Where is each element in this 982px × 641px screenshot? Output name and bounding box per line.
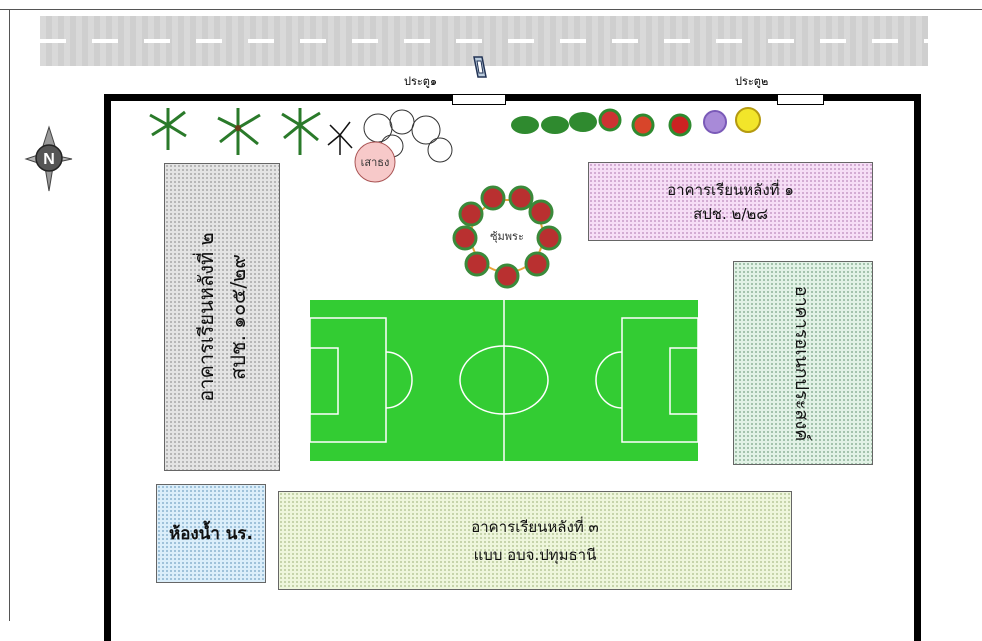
gate2 xyxy=(777,94,824,105)
building-3[interactable]: อาคารเรียนหลังที่ ๓ แบบ อบจ.ปทุมธานี xyxy=(278,491,792,590)
building-3-name: อาคารเรียนหลังที่ ๓ xyxy=(471,517,599,536)
building-2[interactable]: อาคารเรียนหลังที่ ๒ สปช. ๑๐๕/๒๙ xyxy=(164,163,280,471)
flower-icon xyxy=(631,113,655,137)
multipurpose-building[interactable]: อาคารอเนกประสงค์ xyxy=(733,261,873,465)
road-sign-icon xyxy=(473,56,487,78)
compass-icon: N xyxy=(24,125,73,192)
flower-icon xyxy=(598,108,622,132)
buddha-shrine: ซุ้มพระ xyxy=(452,185,562,289)
compass-letter: N xyxy=(43,151,55,168)
road xyxy=(40,16,928,66)
multipurpose-label: อาคารอเนกประสงค์ xyxy=(791,285,813,441)
trees-row: เสาธง xyxy=(149,108,453,183)
flower-icon xyxy=(703,110,727,134)
toilet-label: ห้องน้ำ นร. xyxy=(168,524,253,544)
football-field[interactable] xyxy=(310,300,698,461)
palm-tree-icon xyxy=(217,108,261,155)
building-3-code: แบบ อบจ.ปทุมธานี xyxy=(473,545,597,564)
frame-top-border xyxy=(0,9,982,10)
student-toilet[interactable]: ห้องน้ำ นร. xyxy=(156,484,266,583)
building-1-name: อาคารเรียนหลังที่ ๑ xyxy=(667,180,794,199)
gate1-label: ประตู๑ xyxy=(404,75,437,88)
palm-tree-icon xyxy=(149,108,187,150)
flagpole-label: เสาธง xyxy=(361,156,390,169)
building-2-name: อาคารเรียนหลังที่ ๒ xyxy=(194,232,218,402)
flower-row xyxy=(511,107,761,137)
shrine-label: ซุ้มพระ xyxy=(490,230,524,243)
gate1 xyxy=(452,94,506,105)
gate2-label: ประตู๒ xyxy=(735,75,769,88)
palm-tree-icon xyxy=(281,108,321,155)
building-1-code: สปช. ๒/๒๘ xyxy=(693,204,768,223)
frame-left-border xyxy=(9,9,10,621)
building-2-code: สปช. ๑๐๕/๒๙ xyxy=(226,254,250,380)
school-wall xyxy=(104,94,921,641)
shrub-icon xyxy=(327,121,353,155)
shrub-icon xyxy=(511,112,597,134)
flower-icon xyxy=(668,113,692,137)
flower-icon xyxy=(735,107,761,133)
road-center-line xyxy=(40,39,928,43)
building-1[interactable]: อาคารเรียนหลังที่ ๑ สปช. ๒/๒๘ xyxy=(588,162,873,241)
